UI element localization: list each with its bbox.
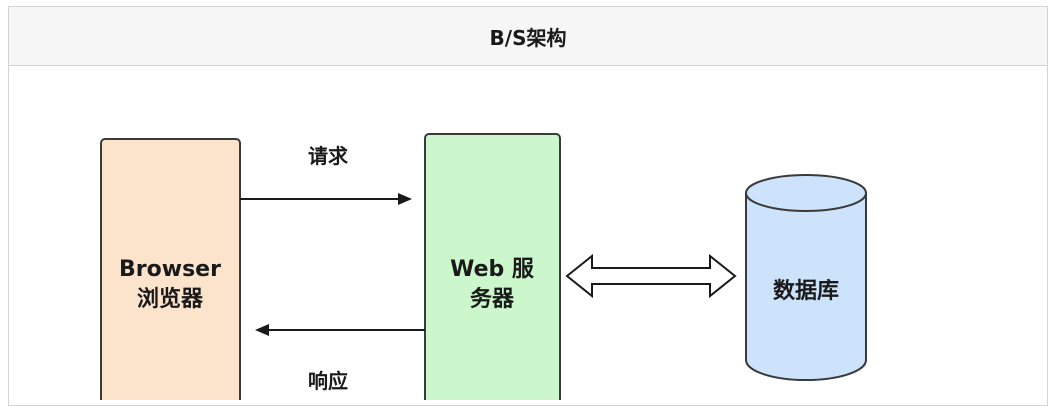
database-top (745, 174, 867, 212)
database-node: 数据库 (745, 174, 867, 381)
server-database-double-arrow (565, 253, 737, 299)
browser-node: Browser 浏览器 (100, 138, 241, 400)
request-label: 请求 (308, 144, 349, 168)
database-label: 数据库 (773, 278, 839, 304)
web-server-node: Web 服 务器 (424, 133, 561, 400)
web-server-label-line2: 务器 (470, 287, 515, 312)
response-edge: 响应 (255, 324, 425, 393)
request-edge: 请求 (240, 144, 412, 205)
response-label: 响应 (308, 369, 348, 393)
browser-label-line2: 浏览器 (137, 286, 204, 312)
web-server-box (424, 133, 561, 400)
web-server-label-line1: Web 服 (450, 257, 535, 282)
diagram-title: B/S架构 (9, 7, 1047, 66)
browser-label-line1: Browser (119, 257, 221, 282)
database-body (745, 193, 867, 381)
browser-box (100, 138, 241, 400)
